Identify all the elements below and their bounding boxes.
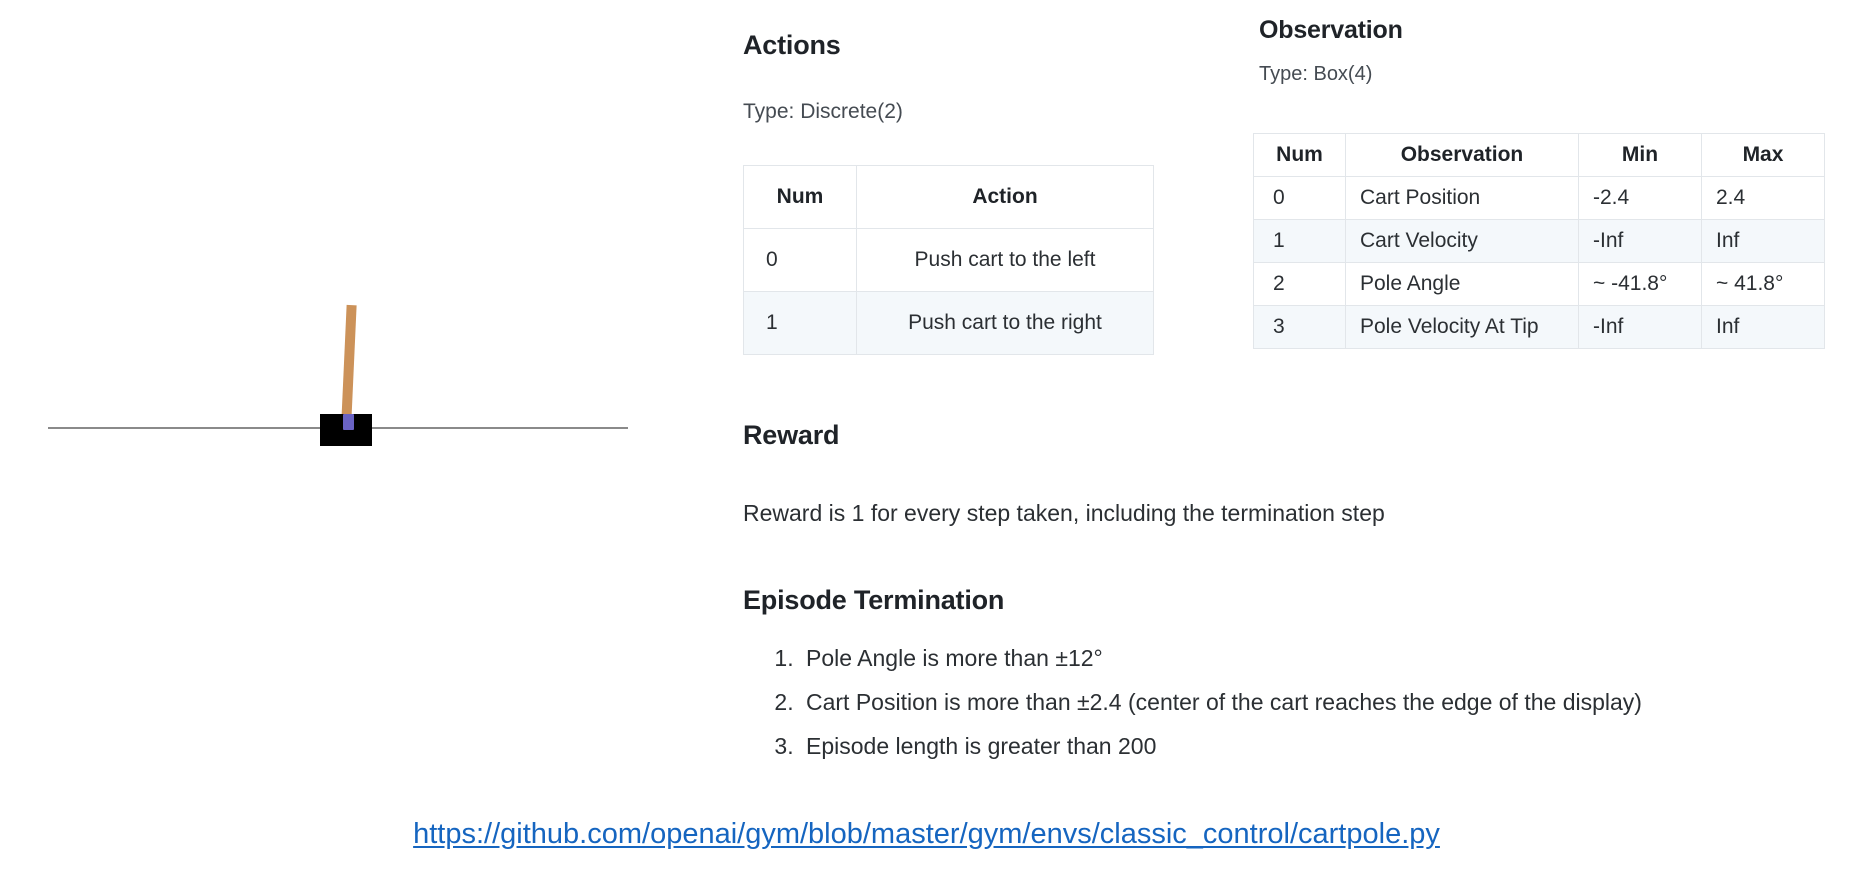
observation-row-1-min: -Inf bbox=[1578, 219, 1702, 263]
list-item: Pole Angle is more than ±12° bbox=[800, 645, 1642, 672]
observation-row-1-num: 1 bbox=[1253, 219, 1346, 263]
actions-col-num-header: Num bbox=[743, 165, 857, 229]
observation-row-0-num: 0 bbox=[1253, 176, 1346, 220]
table-row: 0 Cart Position -2.4 2.4 bbox=[1253, 176, 1825, 220]
reward-text: Reward is 1 for every step taken, includ… bbox=[743, 500, 1385, 526]
source-code-link[interactable]: https://github.com/openai/gym/blob/maste… bbox=[413, 818, 1440, 850]
episode-termination-heading: Episode Termination bbox=[743, 585, 1005, 615]
actions-col-action-header: Action bbox=[856, 165, 1154, 229]
table-row: 3 Pole Velocity At Tip -Inf Inf bbox=[1253, 305, 1825, 349]
actions-heading: Actions bbox=[743, 30, 841, 60]
observation-row-0-min: -2.4 bbox=[1578, 176, 1702, 220]
observation-row-3-name: Pole Velocity At Tip bbox=[1345, 305, 1579, 349]
actions-row-1-action: Push cart to the right bbox=[856, 291, 1154, 355]
observation-row-0-name: Cart Position bbox=[1345, 176, 1579, 220]
cartpole-axle bbox=[343, 414, 354, 430]
table-row: 0 Push cart to the left bbox=[743, 228, 1154, 292]
actions-table-header-row: Num Action bbox=[743, 165, 1154, 229]
observation-table-header-row: Num Observation Min Max bbox=[1253, 133, 1825, 177]
observation-col-num-header: Num bbox=[1253, 133, 1346, 177]
observation-row-3-num: 3 bbox=[1253, 305, 1346, 349]
observation-row-2-num: 2 bbox=[1253, 262, 1346, 306]
observation-col-max-header: Max bbox=[1701, 133, 1825, 177]
observation-row-3-max: Inf bbox=[1701, 305, 1825, 349]
observation-row-0-max: 2.4 bbox=[1701, 176, 1825, 220]
list-item: Cart Position is more than ±2.4 (center … bbox=[800, 689, 1642, 716]
observation-table: Num Observation Min Max 0 Cart Position … bbox=[1253, 133, 1825, 349]
actions-row-0-action: Push cart to the left bbox=[856, 228, 1154, 292]
actions-table: Num Action 0 Push cart to the left 1 Pus… bbox=[743, 165, 1154, 355]
table-row: 2 Pole Angle ~ -41.8° ~ 41.8° bbox=[1253, 262, 1825, 306]
observation-row-1-name: Cart Velocity bbox=[1345, 219, 1579, 263]
observation-row-2-max: ~ 41.8° bbox=[1701, 262, 1825, 306]
cartpole-simulation-panel bbox=[0, 0, 700, 889]
observation-row-3-min: -Inf bbox=[1578, 305, 1702, 349]
actions-row-0-num: 0 bbox=[743, 228, 857, 292]
actions-type-label: Type: Discrete(2) bbox=[743, 100, 903, 123]
reward-heading: Reward bbox=[743, 420, 840, 450]
observation-heading: Observation bbox=[1259, 16, 1403, 44]
table-row: 1 Cart Velocity -Inf Inf bbox=[1253, 219, 1825, 263]
cartpole-pole bbox=[341, 304, 357, 430]
observation-row-2-min: ~ -41.8° bbox=[1578, 262, 1702, 306]
table-row: 1 Push cart to the right bbox=[743, 291, 1154, 355]
actions-row-1-num: 1 bbox=[743, 291, 857, 355]
observation-type-label: Type: Box(4) bbox=[1259, 63, 1373, 85]
observation-col-observation-header: Observation bbox=[1345, 133, 1579, 177]
observation-row-1-max: Inf bbox=[1701, 219, 1825, 263]
observation-row-2-name: Pole Angle bbox=[1345, 262, 1579, 306]
episode-termination-list: Pole Angle is more than ±12° Cart Positi… bbox=[752, 645, 1642, 777]
list-item: Episode length is greater than 200 bbox=[800, 733, 1642, 760]
observation-col-min-header: Min bbox=[1578, 133, 1702, 177]
